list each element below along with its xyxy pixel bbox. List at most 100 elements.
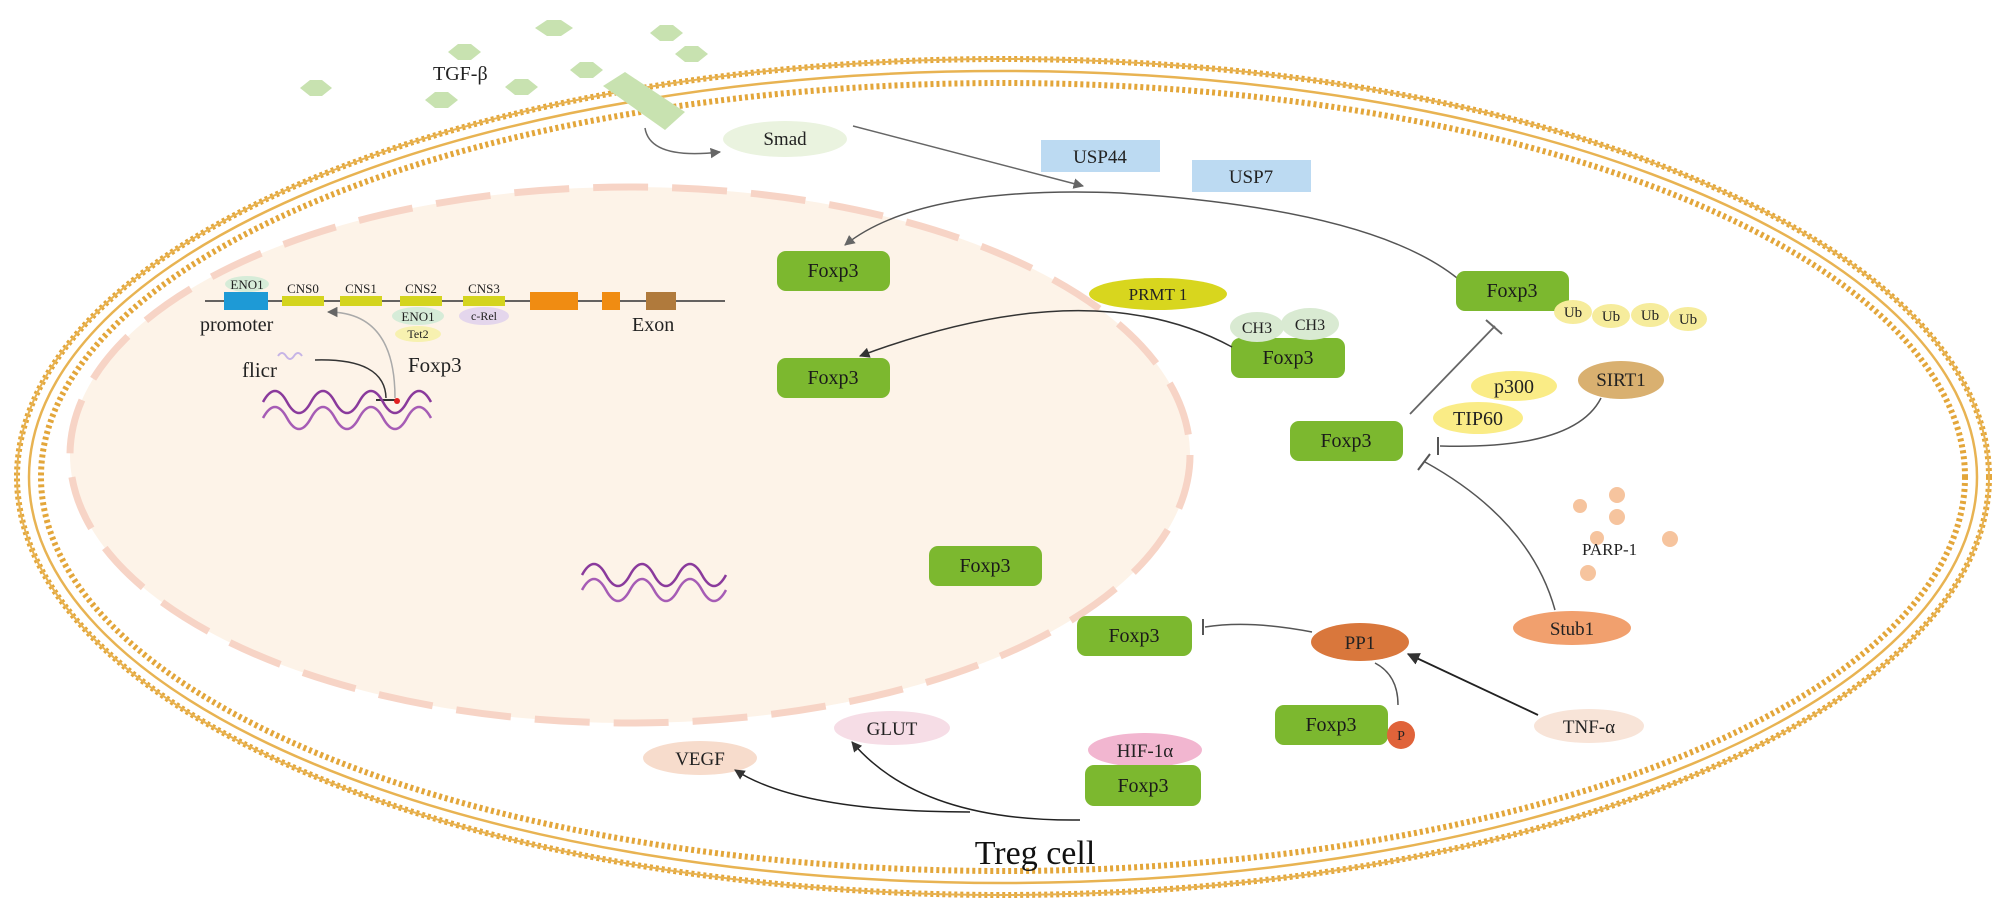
foxp3-gene-locus (205, 292, 725, 310)
vegf-label: VEGF (675, 749, 725, 770)
foxp3-feedback-arrow (326, 306, 396, 399)
foxp3-acetylated-label: Foxp3 (1320, 430, 1371, 452)
ub-bubble-4 (1669, 307, 1707, 331)
ch3-bubble-a (1230, 312, 1284, 342)
flicr-label: flicr (242, 358, 277, 382)
tnf-alpha-label: TNF-α (1563, 717, 1615, 738)
foxp3-nuclear-c-label: Foxp3 (959, 555, 1010, 577)
parp1-dots (1573, 487, 1678, 581)
dna-helix-center (580, 562, 728, 603)
phospho-label: P (1397, 729, 1405, 744)
sirt1-bubble (1578, 361, 1664, 399)
foxp3-phospho-label: Foxp3 (1305, 714, 1356, 736)
smad-ellipse (723, 121, 847, 157)
ub-bubble-1 (1554, 300, 1592, 324)
crel-label: c-Rel (471, 309, 498, 323)
deubiquitination-arrow (844, 191, 1464, 284)
tnf-alpha-ellipse (1534, 709, 1644, 743)
foxp3-gene-label: Foxp3 (408, 353, 462, 377)
foxp3-acetylated (1290, 421, 1403, 461)
pp1-label: PP1 (1345, 633, 1376, 654)
tip60-label: TIP60 (1453, 408, 1503, 430)
foxp3-dephos-label: Foxp3 (1108, 625, 1159, 647)
eno1-bottom-bubble (392, 307, 444, 325)
ub-bubble-2 (1592, 304, 1630, 328)
cns2-label: CNS2 (405, 281, 437, 296)
methylation-import-arrow (859, 309, 1233, 358)
eno1-top-bubble (225, 276, 269, 292)
tgf-beta-molecules (300, 20, 708, 108)
tip60-bubble (1433, 402, 1523, 434)
glut-label: GLUT (867, 719, 918, 740)
foxp3-nuclear-a (777, 251, 890, 291)
glut-ellipse (834, 711, 950, 745)
acetyl-to-ubiquitin-bar (1485, 319, 1503, 335)
dna-mark (394, 398, 400, 404)
promoter-block (224, 292, 268, 310)
foxp3-nuclear-b-label: Foxp3 (807, 367, 858, 389)
sirt1-label: SIRT1 (1596, 370, 1646, 391)
ch3-label-a: CH3 (1242, 320, 1272, 337)
stub1-ellipse (1513, 611, 1631, 645)
phospho-link (1374, 662, 1399, 706)
usp44-label: USP44 (1073, 147, 1127, 168)
pp1-inhibition (1204, 623, 1313, 633)
crel-bubble (459, 307, 509, 325)
foxp3-nuclear-a-label: Foxp3 (807, 260, 858, 282)
cns3-block (463, 296, 505, 306)
exon-block-2 (602, 292, 620, 310)
foxp3-dephos (1077, 616, 1192, 656)
tgf-receptor (603, 72, 685, 130)
usp44-box (1041, 140, 1160, 172)
ch3-label-b: CH3 (1295, 317, 1325, 334)
acetyl-to-ubiquitin-inhibition (1409, 325, 1496, 415)
exon-block-1 (530, 292, 578, 310)
receptor-to-smad-arrow (644, 127, 722, 159)
phospho-circle (1387, 721, 1415, 749)
smad-to-nucleus-arrow (852, 125, 1085, 189)
ub-bubble-3 (1631, 303, 1669, 327)
usp7-label: USP7 (1229, 167, 1273, 188)
exon-block-3 (646, 292, 676, 310)
ub-label-4: Ub (1679, 312, 1697, 328)
parp1-label: PARP-1 (1582, 540, 1637, 559)
hif-to-vegf-arrow (734, 769, 971, 813)
foxp3-hif-bound-label: Foxp3 (1117, 775, 1168, 797)
nucleus (66, 183, 1194, 727)
cns2-block (400, 296, 442, 306)
ub-label-1: Ub (1564, 305, 1582, 321)
eno1-top-label: ENO1 (230, 277, 263, 292)
prmt1-ellipse (1089, 278, 1227, 310)
foxp3-ubiquitinated-label: Foxp3 (1486, 280, 1537, 302)
foxp3-hif-bound (1085, 765, 1201, 806)
promoter-label: promoter (200, 314, 274, 336)
ub-label-3: Ub (1641, 308, 1659, 324)
tet2-label: Tet2 (407, 327, 428, 341)
dna-helix-top (261, 389, 433, 431)
tet2-bubble (395, 326, 441, 342)
foxp3-ubiquitinated (1456, 271, 1569, 311)
p300-bubble (1471, 371, 1557, 401)
exon-label: Exon (632, 314, 674, 336)
stub1-inhibition (1424, 461, 1556, 611)
cns3-label: CNS3 (468, 281, 500, 296)
cell-title: Treg cell (975, 835, 1096, 872)
tnf-to-pp1-arrow (1406, 653, 1539, 716)
p300-label: p300 (1494, 376, 1534, 398)
foxp3-nuclear-b (777, 358, 890, 398)
hif1a-ellipse (1088, 733, 1202, 767)
prmt1-label: PRMT 1 (1129, 285, 1188, 304)
foxp3-nuclear-c (929, 546, 1042, 586)
flicr-inhibition (314, 359, 387, 399)
pp1-ellipse (1311, 623, 1409, 661)
cns1-block (340, 296, 382, 306)
eno1-bottom-label: ENO1 (401, 309, 434, 324)
tgf-beta-label: TGF-β (433, 63, 488, 85)
foxp3-phospho (1275, 705, 1388, 745)
foxp3-methylated (1231, 338, 1345, 378)
ch3-bubble-b (1281, 308, 1339, 340)
cns1-label: CNS1 (345, 281, 377, 296)
usp7-box (1192, 160, 1311, 192)
